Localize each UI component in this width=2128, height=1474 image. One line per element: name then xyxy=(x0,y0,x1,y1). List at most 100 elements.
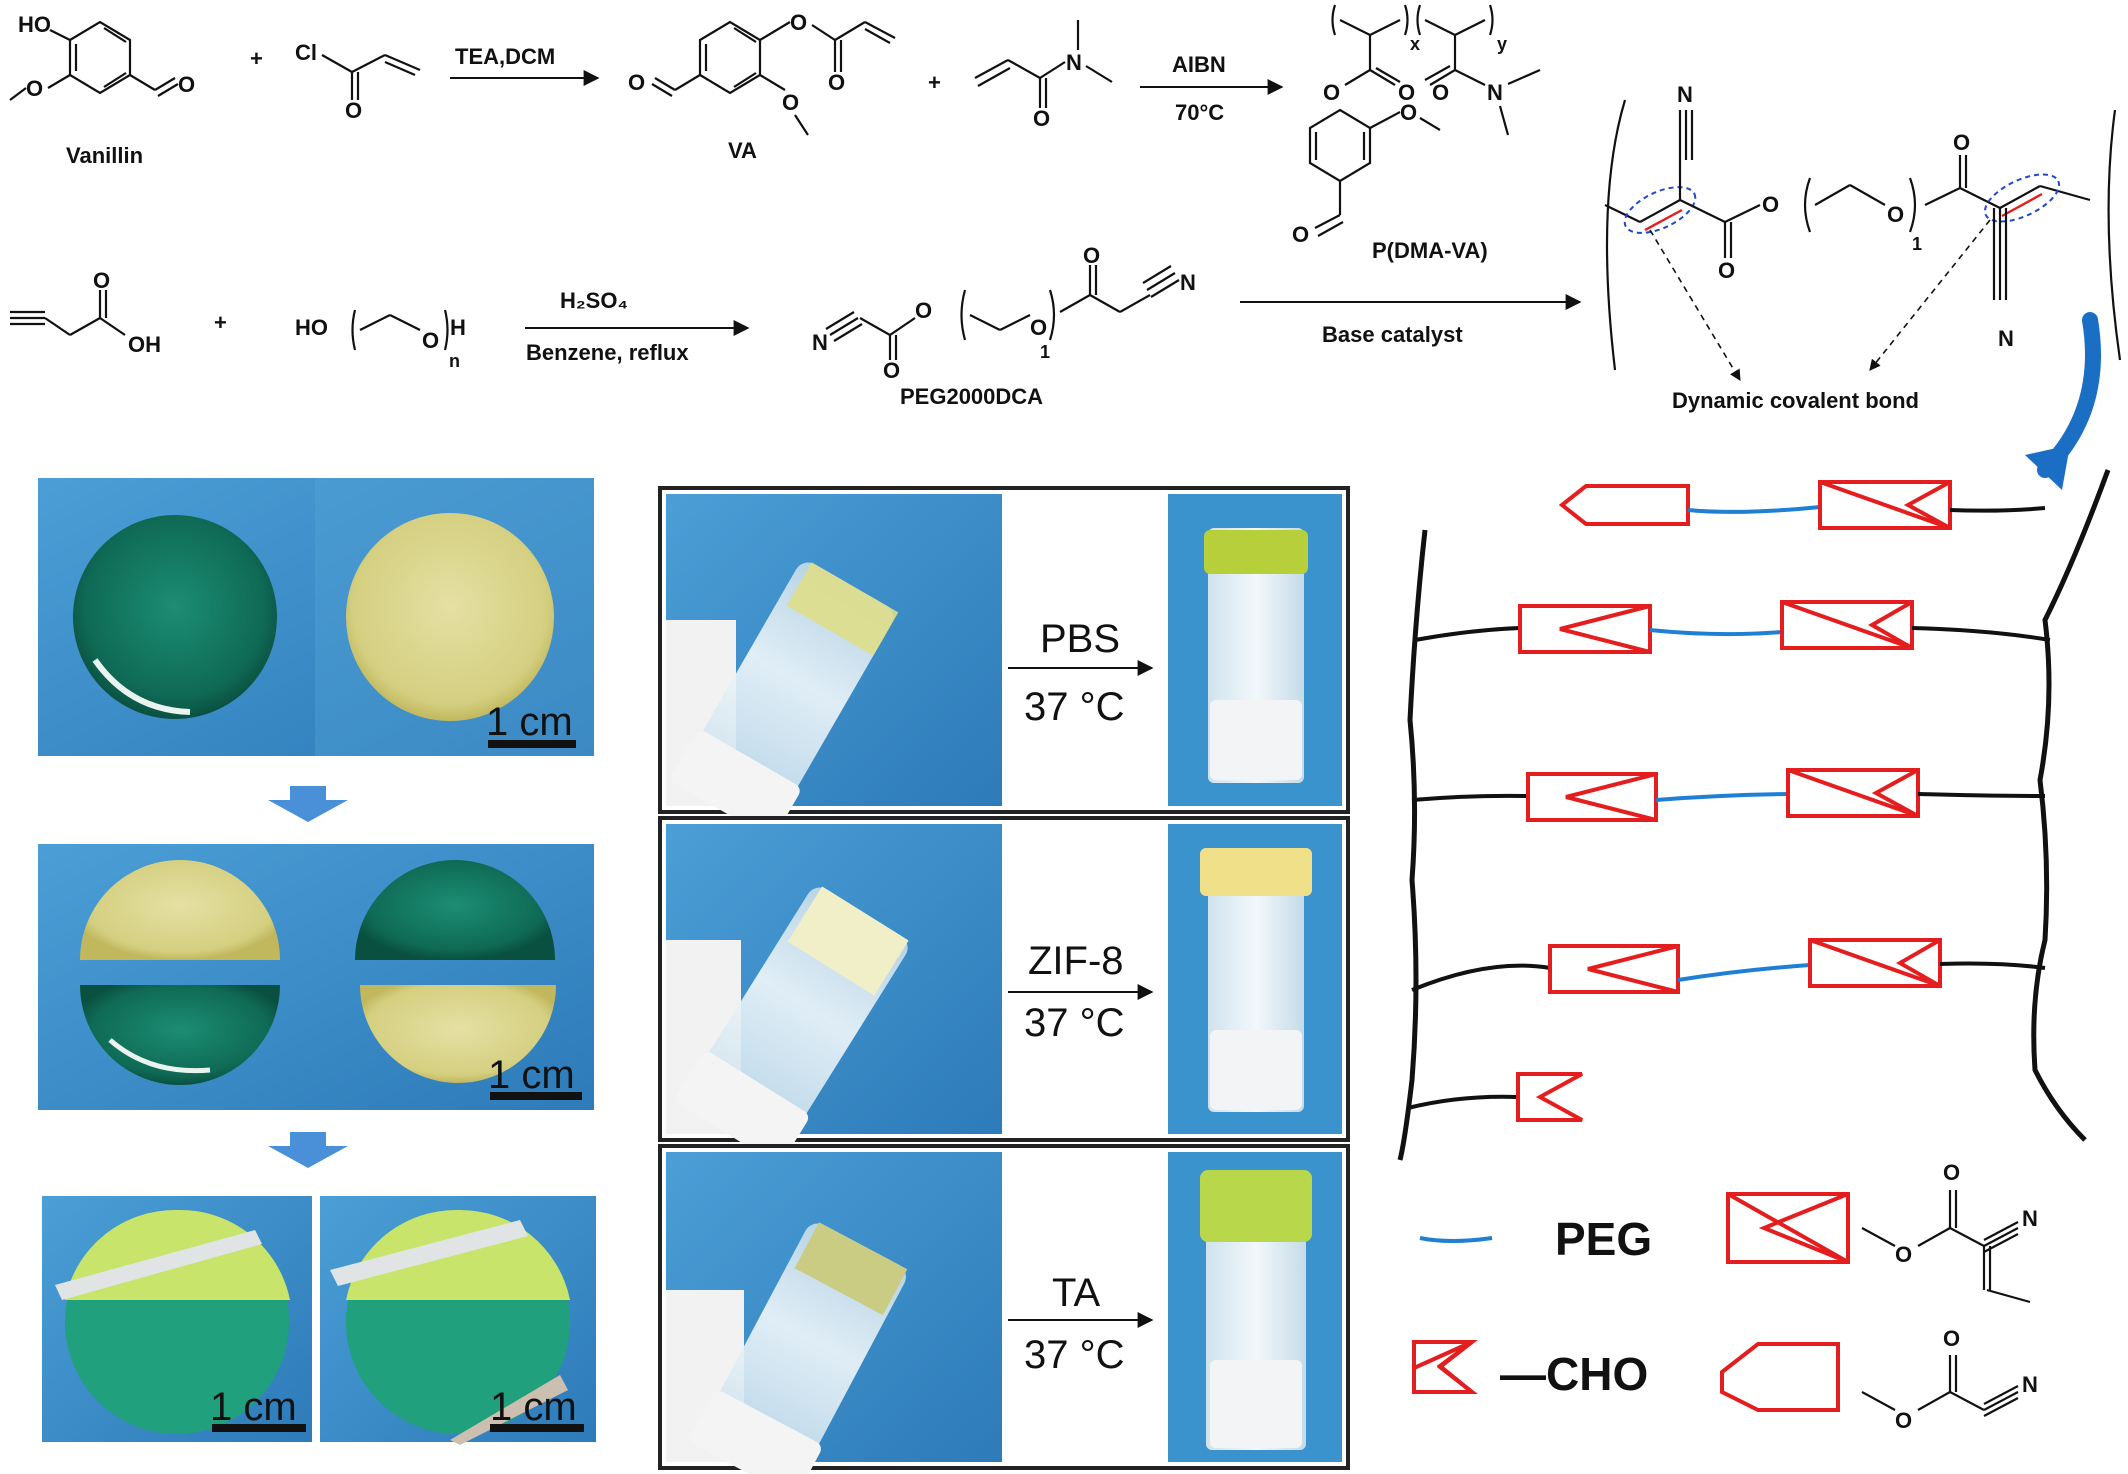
svg-text:N: N xyxy=(1066,50,1082,75)
svg-text:O: O xyxy=(1292,222,1309,247)
svg-text:Cl: Cl xyxy=(295,40,317,65)
hydrogel-network xyxy=(1397,469,2111,1161)
medium-label-zif8: ZIF-8 xyxy=(1028,939,1124,983)
va-structure: O O O O xyxy=(628,10,896,136)
svg-text:HO: HO xyxy=(295,315,328,340)
vial-panel-pbs xyxy=(658,486,1350,838)
svg-text:O: O xyxy=(178,72,195,97)
svg-text:O: O xyxy=(790,10,807,35)
dynamic-bond-label: Dynamic covalent bond xyxy=(1672,388,1919,413)
scale-bar-label-1: 1 cm xyxy=(486,700,573,744)
svg-text:N: N xyxy=(2022,1372,2038,1397)
subscript-1b: 1 xyxy=(1912,234,1922,254)
cyanoacetic-structure: O OH xyxy=(10,268,161,357)
down-arrow-1 xyxy=(268,786,348,822)
subscript-x: x xyxy=(1410,34,1420,54)
svg-text:O: O xyxy=(828,70,845,95)
svg-text:OH: OH xyxy=(128,332,161,357)
svg-text:O: O xyxy=(628,70,645,95)
svg-text:O: O xyxy=(1953,130,1970,155)
svg-text:O: O xyxy=(1718,258,1735,283)
svg-text:O: O xyxy=(93,268,110,293)
svg-text:O: O xyxy=(915,298,932,323)
subscript-1a: 1 xyxy=(1040,342,1050,362)
svg-text:O: O xyxy=(345,98,362,123)
svg-text:N: N xyxy=(1487,80,1503,105)
svg-text:H: H xyxy=(450,315,466,340)
crosslinked-product-structure: N O O O 1 O N xyxy=(1604,82,2122,381)
svg-text:O: O xyxy=(1033,106,1050,131)
subscript-n: n xyxy=(449,351,460,371)
self-healing-photo-bottom xyxy=(42,1196,596,1445)
reagent-tea-dcm: TEA,DCM xyxy=(455,44,555,69)
plus-sign: + xyxy=(250,46,263,71)
svg-text:O: O xyxy=(1398,80,1415,105)
self-healing-photo-top xyxy=(38,478,594,756)
legend-cho-label: —CHO xyxy=(1500,1348,1648,1400)
svg-text:O: O xyxy=(1323,80,1340,105)
self-healing-photo-middle xyxy=(38,844,594,1110)
temp-label-ta: 37 °C xyxy=(1024,1333,1125,1377)
peg-diol-structure: HO O H n xyxy=(295,309,466,371)
svg-text:HO: HO xyxy=(18,12,51,37)
svg-text:O: O xyxy=(1400,100,1417,125)
scale-bar-label-2: 1 cm xyxy=(488,1053,575,1097)
network-row-4 xyxy=(1411,938,2046,994)
reagent-temp: 70°C xyxy=(1175,100,1224,125)
polymer-label: P(DMA-VA) xyxy=(1372,238,1488,263)
svg-text:O: O xyxy=(422,328,439,353)
polymer-structure: x y O O O O O N xyxy=(1292,4,1541,247)
svg-text:O: O xyxy=(1432,80,1449,105)
reagent-base-catalyst: Base catalyst xyxy=(1322,322,1463,347)
svg-text:O: O xyxy=(1030,315,1047,340)
peg-legend-swatch xyxy=(1419,1236,1493,1243)
medium-label-ta: TA xyxy=(1052,1271,1100,1315)
temp-label-pbs: 37 °C xyxy=(1024,685,1125,729)
vial-panel-ta xyxy=(658,1144,1350,1474)
reagent-h2so4: H₂SO₄ xyxy=(560,288,628,313)
vanillin-structure: HO O O xyxy=(9,12,195,101)
peg2000dca-label: PEG2000DCA xyxy=(900,384,1043,409)
medium-label-pbs: PBS xyxy=(1040,617,1120,661)
svg-text:O: O xyxy=(883,358,900,383)
network-row-3 xyxy=(1411,768,2046,822)
svg-text:O: O xyxy=(1083,243,1100,268)
svg-text:O: O xyxy=(1895,1408,1912,1433)
svg-text:O: O xyxy=(26,76,43,101)
svg-text:N: N xyxy=(2022,1206,2038,1231)
cyanoacetate-legend-swatch xyxy=(1720,1342,1840,1412)
down-arrow-2 xyxy=(268,1132,348,1168)
network-row-1 xyxy=(1558,480,2046,530)
svg-text:N: N xyxy=(1180,270,1196,295)
svg-text:O: O xyxy=(782,90,799,115)
acryloyl-chloride-structure: Cl O xyxy=(295,40,421,123)
plus-sign-3: + xyxy=(214,310,227,335)
network-legend: PEG O O N —CHO O O N xyxy=(1412,1160,2038,1433)
subscript-y: y xyxy=(1497,34,1507,54)
svg-text:O: O xyxy=(1943,1160,1960,1185)
vanillin-label: Vanillin xyxy=(66,143,143,168)
svg-text:N: N xyxy=(1677,82,1693,107)
peg2000dca-structure: N O O O 1 O N xyxy=(812,243,1196,383)
va-label: VA xyxy=(728,138,757,163)
curved-arrow-head xyxy=(2025,445,2070,490)
plus-sign-2: + xyxy=(928,70,941,95)
scale-bar-label-4: 1 cm xyxy=(490,1385,577,1429)
svg-text:O: O xyxy=(1887,202,1904,227)
acrylate-legend-swatch xyxy=(1726,1192,1850,1264)
network-row-2 xyxy=(1414,600,2051,654)
svg-text:N: N xyxy=(812,330,828,355)
legend-peg-label: PEG xyxy=(1555,1213,1652,1265)
svg-text:O: O xyxy=(1762,192,1779,217)
svg-text:O: O xyxy=(1895,1242,1912,1267)
network-row-5 xyxy=(1407,1072,1583,1122)
temp-label-zif8: 37 °C xyxy=(1024,1001,1125,1045)
reagent-benzene: Benzene, reflux xyxy=(526,340,689,365)
scale-bar-label-3: 1 cm xyxy=(210,1385,297,1429)
dma-structure: O N xyxy=(974,20,1113,131)
svg-text:N: N xyxy=(1998,326,2014,351)
reagent-aibn: AIBN xyxy=(1172,52,1226,77)
vial-panel-zif8 xyxy=(658,816,1350,1164)
svg-text:O: O xyxy=(1943,1326,1960,1351)
